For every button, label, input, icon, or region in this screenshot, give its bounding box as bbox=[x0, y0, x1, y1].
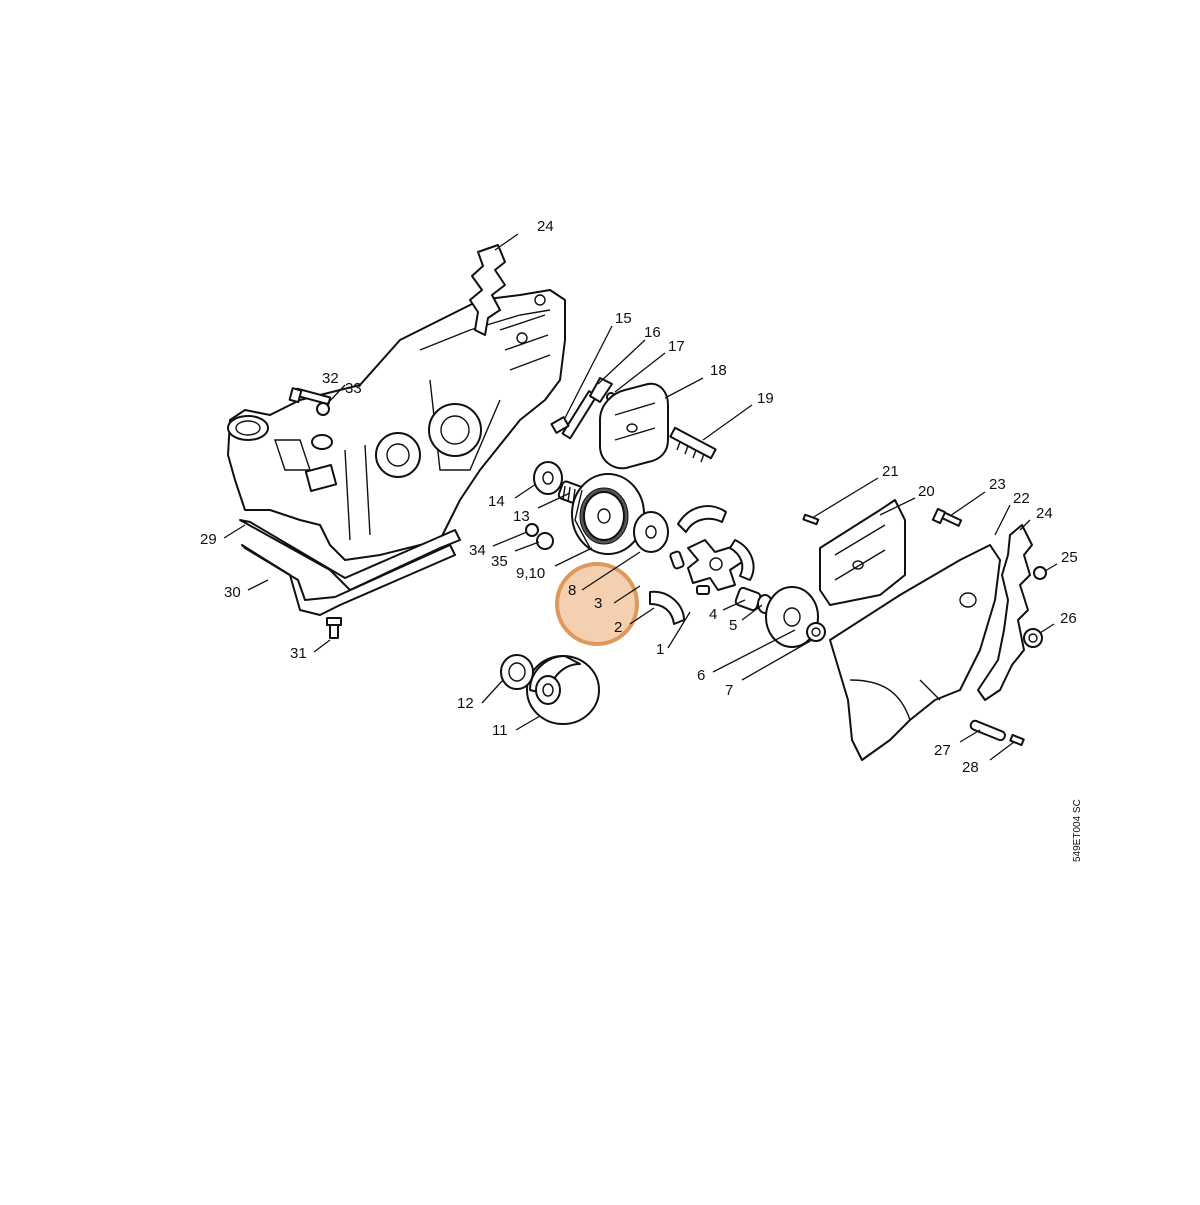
screw-32 bbox=[288, 387, 332, 416]
callout-20: 20 bbox=[918, 483, 935, 500]
callout-30: 30 bbox=[224, 584, 241, 601]
callout-32: 32 bbox=[322, 370, 339, 387]
callout-18: 18 bbox=[710, 362, 727, 379]
callout-8: 8 bbox=[568, 582, 576, 599]
callout-17: 17 bbox=[668, 338, 685, 355]
callout-35: 35 bbox=[491, 553, 508, 570]
chain-cover bbox=[829, 544, 1001, 761]
nut-25 bbox=[1033, 566, 1047, 580]
callout-22: 22 bbox=[1013, 490, 1030, 507]
callout-7: 7 bbox=[725, 682, 733, 699]
screw-28 bbox=[1009, 733, 1025, 747]
callout-5: 5 bbox=[729, 617, 737, 634]
clutch-drum-9-10 bbox=[571, 473, 645, 555]
callout-labels: 1 2 3 4 5 6 7 8 9,10 11 12 13 14 15 16 1… bbox=[200, 218, 1078, 776]
callout-34: 34 bbox=[469, 542, 486, 559]
callout-16: 16 bbox=[644, 324, 661, 341]
callout-1: 1 bbox=[656, 641, 664, 658]
callout-24-top: 24 bbox=[537, 218, 554, 235]
nut-7 bbox=[806, 622, 826, 642]
bolt-15-16 bbox=[550, 377, 613, 440]
callout-2: 2 bbox=[614, 619, 622, 636]
gasket-top bbox=[469, 244, 506, 336]
nut-35 bbox=[536, 532, 554, 550]
callout-27: 27 bbox=[934, 742, 951, 759]
drawing-code: 549ET004 SC bbox=[1072, 799, 1083, 862]
washer-8 bbox=[633, 511, 669, 553]
callout-26: 26 bbox=[1060, 610, 1077, 627]
callout-15: 15 bbox=[615, 310, 632, 327]
clutch-shoe-2 bbox=[649, 590, 685, 625]
washer-34 bbox=[525, 523, 539, 537]
sleeve-27 bbox=[969, 719, 1006, 742]
callout-31: 31 bbox=[290, 645, 307, 662]
gasket-right-24 bbox=[977, 524, 1033, 701]
spring-shoe bbox=[696, 585, 710, 595]
callout-14: 14 bbox=[488, 493, 505, 510]
clutch-carrier-1 bbox=[669, 539, 746, 591]
pin-21 bbox=[802, 513, 820, 526]
callout-12: 12 bbox=[457, 695, 474, 712]
clutch-drum-11 bbox=[526, 655, 600, 725]
callout-28: 28 bbox=[962, 759, 979, 776]
nut-26 bbox=[1023, 628, 1043, 648]
callout-24-right: 24 bbox=[1036, 505, 1053, 522]
guide-plate-18 bbox=[599, 382, 669, 470]
callout-23: 23 bbox=[989, 476, 1006, 493]
callout-3: 3 bbox=[594, 595, 602, 612]
leader-lines bbox=[223, 233, 1058, 761]
guide-plate-20 bbox=[819, 499, 906, 606]
clutch-shoe-top bbox=[677, 505, 727, 533]
callout-9-10: 9,10 bbox=[516, 565, 545, 582]
bearing-12 bbox=[500, 654, 534, 690]
callout-33: 33 bbox=[345, 380, 362, 397]
callout-11: 11 bbox=[492, 722, 508, 739]
callout-29: 29 bbox=[200, 531, 217, 548]
callout-6: 6 bbox=[697, 667, 705, 684]
washer-14 bbox=[533, 461, 563, 495]
callout-4: 4 bbox=[709, 606, 717, 623]
stud-19 bbox=[669, 426, 717, 463]
thrust-washer-6 bbox=[765, 586, 819, 648]
callout-19: 19 bbox=[757, 390, 774, 407]
needle-cage-4 bbox=[734, 586, 762, 612]
callout-21: 21 bbox=[882, 463, 899, 480]
callout-13: 13 bbox=[513, 508, 530, 525]
oil-pan-gasket bbox=[239, 519, 461, 639]
highlight-marker bbox=[555, 562, 639, 646]
clutch-shoe-right bbox=[729, 539, 755, 581]
crankcase-housing bbox=[227, 289, 566, 561]
callout-25: 25 bbox=[1061, 549, 1078, 566]
